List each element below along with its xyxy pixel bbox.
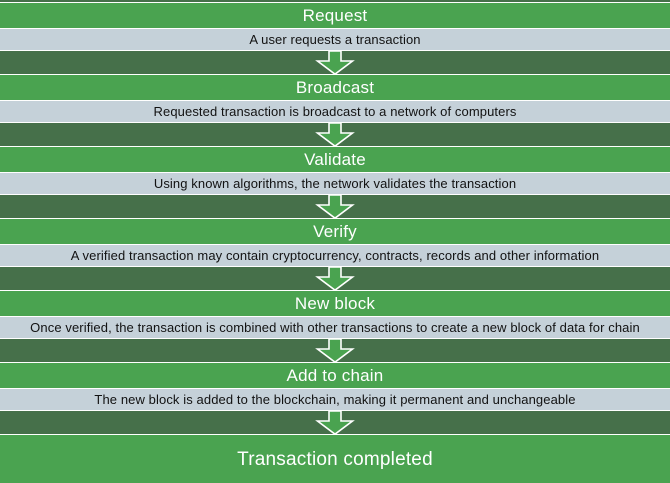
step-description: The new block is added to the blockchain… <box>94 392 576 407</box>
step-description: A user requests a transaction <box>249 32 421 47</box>
flow-step: Request A user requests a transaction <box>0 3 670 75</box>
flow-step: Verify A verified transaction may contai… <box>0 219 670 291</box>
step-title-bar: Validate <box>0 147 670 173</box>
arrow-band <box>0 338 670 363</box>
top-strip <box>0 0 670 3</box>
step-title: Verify <box>313 222 357 241</box>
flow-step: Broadcast Requested transaction is broad… <box>0 75 670 147</box>
step-description-band: Requested transaction is broadcast to a … <box>0 101 670 123</box>
arrow-band <box>0 410 670 435</box>
step-title: Add to chain <box>286 366 384 385</box>
final-step-bar: Transaction completed <box>0 435 670 483</box>
step-title-bar: Verify <box>0 219 670 245</box>
down-arrow-icon <box>315 194 355 219</box>
step-description-band: The new block is added to the blockchain… <box>0 389 670 411</box>
flow-step: New block Once verified, the transaction… <box>0 291 670 363</box>
down-arrow-icon <box>315 266 355 291</box>
step-title: New block <box>294 294 376 313</box>
step-description: Requested transaction is broadcast to a … <box>153 104 517 119</box>
down-arrow-icon <box>315 410 355 435</box>
step-title: Broadcast <box>295 78 375 97</box>
arrow-band <box>0 266 670 291</box>
step-description: Once verified, the transaction is combin… <box>30 320 640 335</box>
flow-step: Validate Using known algorithms, the net… <box>0 147 670 219</box>
arrow-band <box>0 194 670 219</box>
step-description-band: Once verified, the transaction is combin… <box>0 317 670 339</box>
step-description: A verified transaction may contain crypt… <box>70 248 600 263</box>
down-arrow-icon <box>315 122 355 147</box>
step-description-band: Using known algorithms, the network vali… <box>0 173 670 195</box>
final-step-title: Transaction completed <box>237 448 433 470</box>
down-arrow-icon <box>315 50 355 75</box>
step-title-bar: Broadcast <box>0 75 670 101</box>
step-title: Validate <box>304 150 366 169</box>
flow-steps: Request A user requests a transaction Br… <box>0 3 670 435</box>
step-description: Using known algorithms, the network vali… <box>153 176 517 191</box>
step-description-band: A user requests a transaction <box>0 29 670 51</box>
arrow-band <box>0 50 670 75</box>
down-arrow-icon <box>315 338 355 363</box>
step-title-bar: New block <box>0 291 670 317</box>
flow-step: Add to chain The new block is added to t… <box>0 363 670 435</box>
step-title: Request <box>302 6 368 25</box>
step-title-bar: Request <box>0 3 670 29</box>
step-description-band: A verified transaction may contain crypt… <box>0 245 670 267</box>
arrow-band <box>0 122 670 147</box>
step-title-bar: Add to chain <box>0 363 670 389</box>
